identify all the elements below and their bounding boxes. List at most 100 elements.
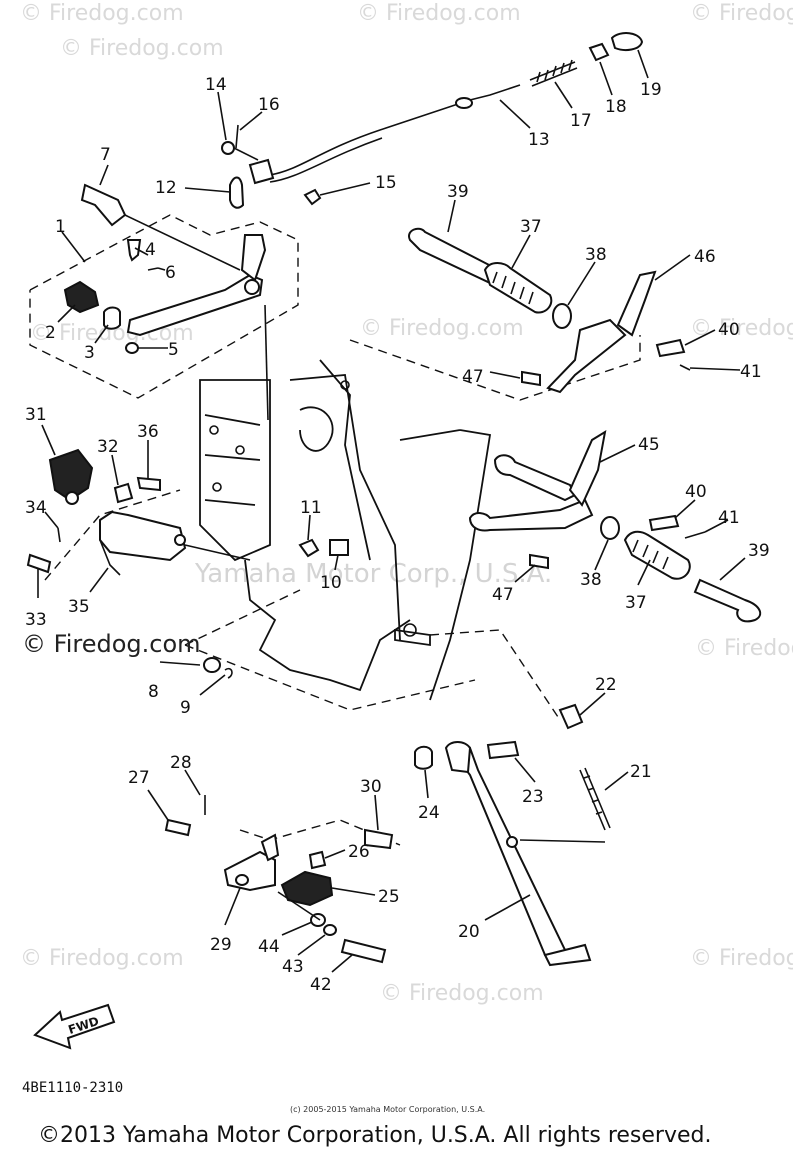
footrest-bracket-31 [48,448,94,502]
pin-33 [26,553,52,574]
pedal-pad-2 [63,280,100,314]
footrest-35-edge [99,539,121,576]
part-label: 47 [492,585,514,605]
footrest-rubber-37-lower [623,530,691,580]
footrest-arm-45-lower [468,498,594,532]
part-label: 47 [462,367,484,387]
part-label: 24 [418,803,440,823]
leader-7 [99,164,109,186]
shaft-bolt-7 [80,183,127,227]
part-label: 16 [258,95,280,115]
pin-41 [679,364,691,371]
leader-40 [684,329,716,346]
fwd-arrow-icon [33,1003,116,1050]
spring-anchor-line [519,839,606,843]
part-label: 33 [25,610,47,630]
footrest-35-hole [174,534,186,546]
part-label: 27 [128,768,150,788]
bracket-29-hole [235,874,249,886]
diagram-code: 4BE1110-2310 [22,1080,123,1096]
leader-14 [217,91,227,141]
frame-cross-tube [399,429,461,441]
leader-19 [637,49,649,79]
part-label: 9 [180,698,191,718]
watermark: © Firedog.com [20,1,184,26]
bolt-36 [136,476,161,492]
leader-21 [604,771,629,791]
side-stand-assembly [414,703,611,967]
leader-39b [719,557,746,581]
leader-47b [514,564,536,583]
part-label: 35 [68,597,90,617]
footrest-rubber-37 [483,262,553,314]
brake-pedal-lever [240,234,267,282]
leader-37 [511,234,531,269]
part-label: 6 [165,263,176,283]
part-label: 14 [205,75,227,95]
part-number-labels: 1 2 3 4 5 6 7 8 9 10 11 12 13 14 15 16 1… [25,75,770,995]
part-label: 39 [447,182,469,202]
rod-yoke [248,158,275,185]
part-label: 39 [748,541,770,561]
watermark: © Firedog.com [690,316,793,341]
front-footrest [26,448,251,576]
leader-24 [424,769,429,799]
part-label: 40 [718,320,740,340]
part-label: 37 [520,217,542,237]
spring-17 [529,59,578,87]
part-label: 41 [718,508,740,528]
outline-footrest-front [44,489,181,581]
bolt-10 [329,539,349,556]
footrest-pin-39 [408,227,497,284]
stand-pivot-bolt [394,628,431,647]
rubber-grooves [492,271,534,305]
cotter-pin-34 [57,527,61,543]
watermark: © Firedog.com [695,636,793,661]
frame-plate-left [199,379,271,562]
bracket-29-tab [260,833,280,862]
leader-1 [61,231,86,263]
part-label: 15 [375,173,397,193]
mount-bolts [203,538,349,679]
leader-28 [184,769,201,796]
part-label: 4 [145,240,156,260]
footrest-arm-45-upper [493,454,577,502]
stand-switch-bracket [164,795,394,964]
frame-tube-2 [319,359,371,561]
leader-46 [654,254,691,281]
pin-6 [147,267,159,271]
bolt-4 [126,239,142,262]
part-label: 5 [168,340,179,360]
leader-20 [484,894,531,921]
part-label: 21 [630,762,652,782]
brake-pedal-assembly [63,176,269,421]
leader-42 [331,954,353,973]
washer-8 [203,657,221,673]
outline-rear-footrest [349,335,641,401]
leader-3 [94,324,109,344]
nut-15 [303,188,322,206]
part-label: 34 [25,498,47,518]
part-label: 28 [170,753,192,773]
frame-ribs [204,414,261,506]
leader-4 [134,247,149,256]
leader-12 [184,187,231,193]
nut-11 [298,538,320,558]
leader-39 [447,199,456,233]
small-print: (c) 2005-2015 Yamaha Motor Corporation, … [290,1105,485,1114]
leader-9 [199,674,226,696]
leader-23 [514,757,536,783]
pedal-linkage-line [264,304,269,421]
leader-22 [579,692,606,716]
leader-2 [57,304,76,323]
rubber-grooves-lower [632,539,669,570]
watermark-center: Yamaha Motor Corp., U.S.A. [194,559,552,589]
part-label: 31 [25,405,47,425]
leader-35 [89,567,109,593]
watermark: © Firedog.com [20,946,184,971]
washer-38-lower [600,516,620,540]
part-label: 46 [694,247,716,267]
watermark: © Firedog.com [60,36,224,61]
part-label: 2 [45,323,56,343]
